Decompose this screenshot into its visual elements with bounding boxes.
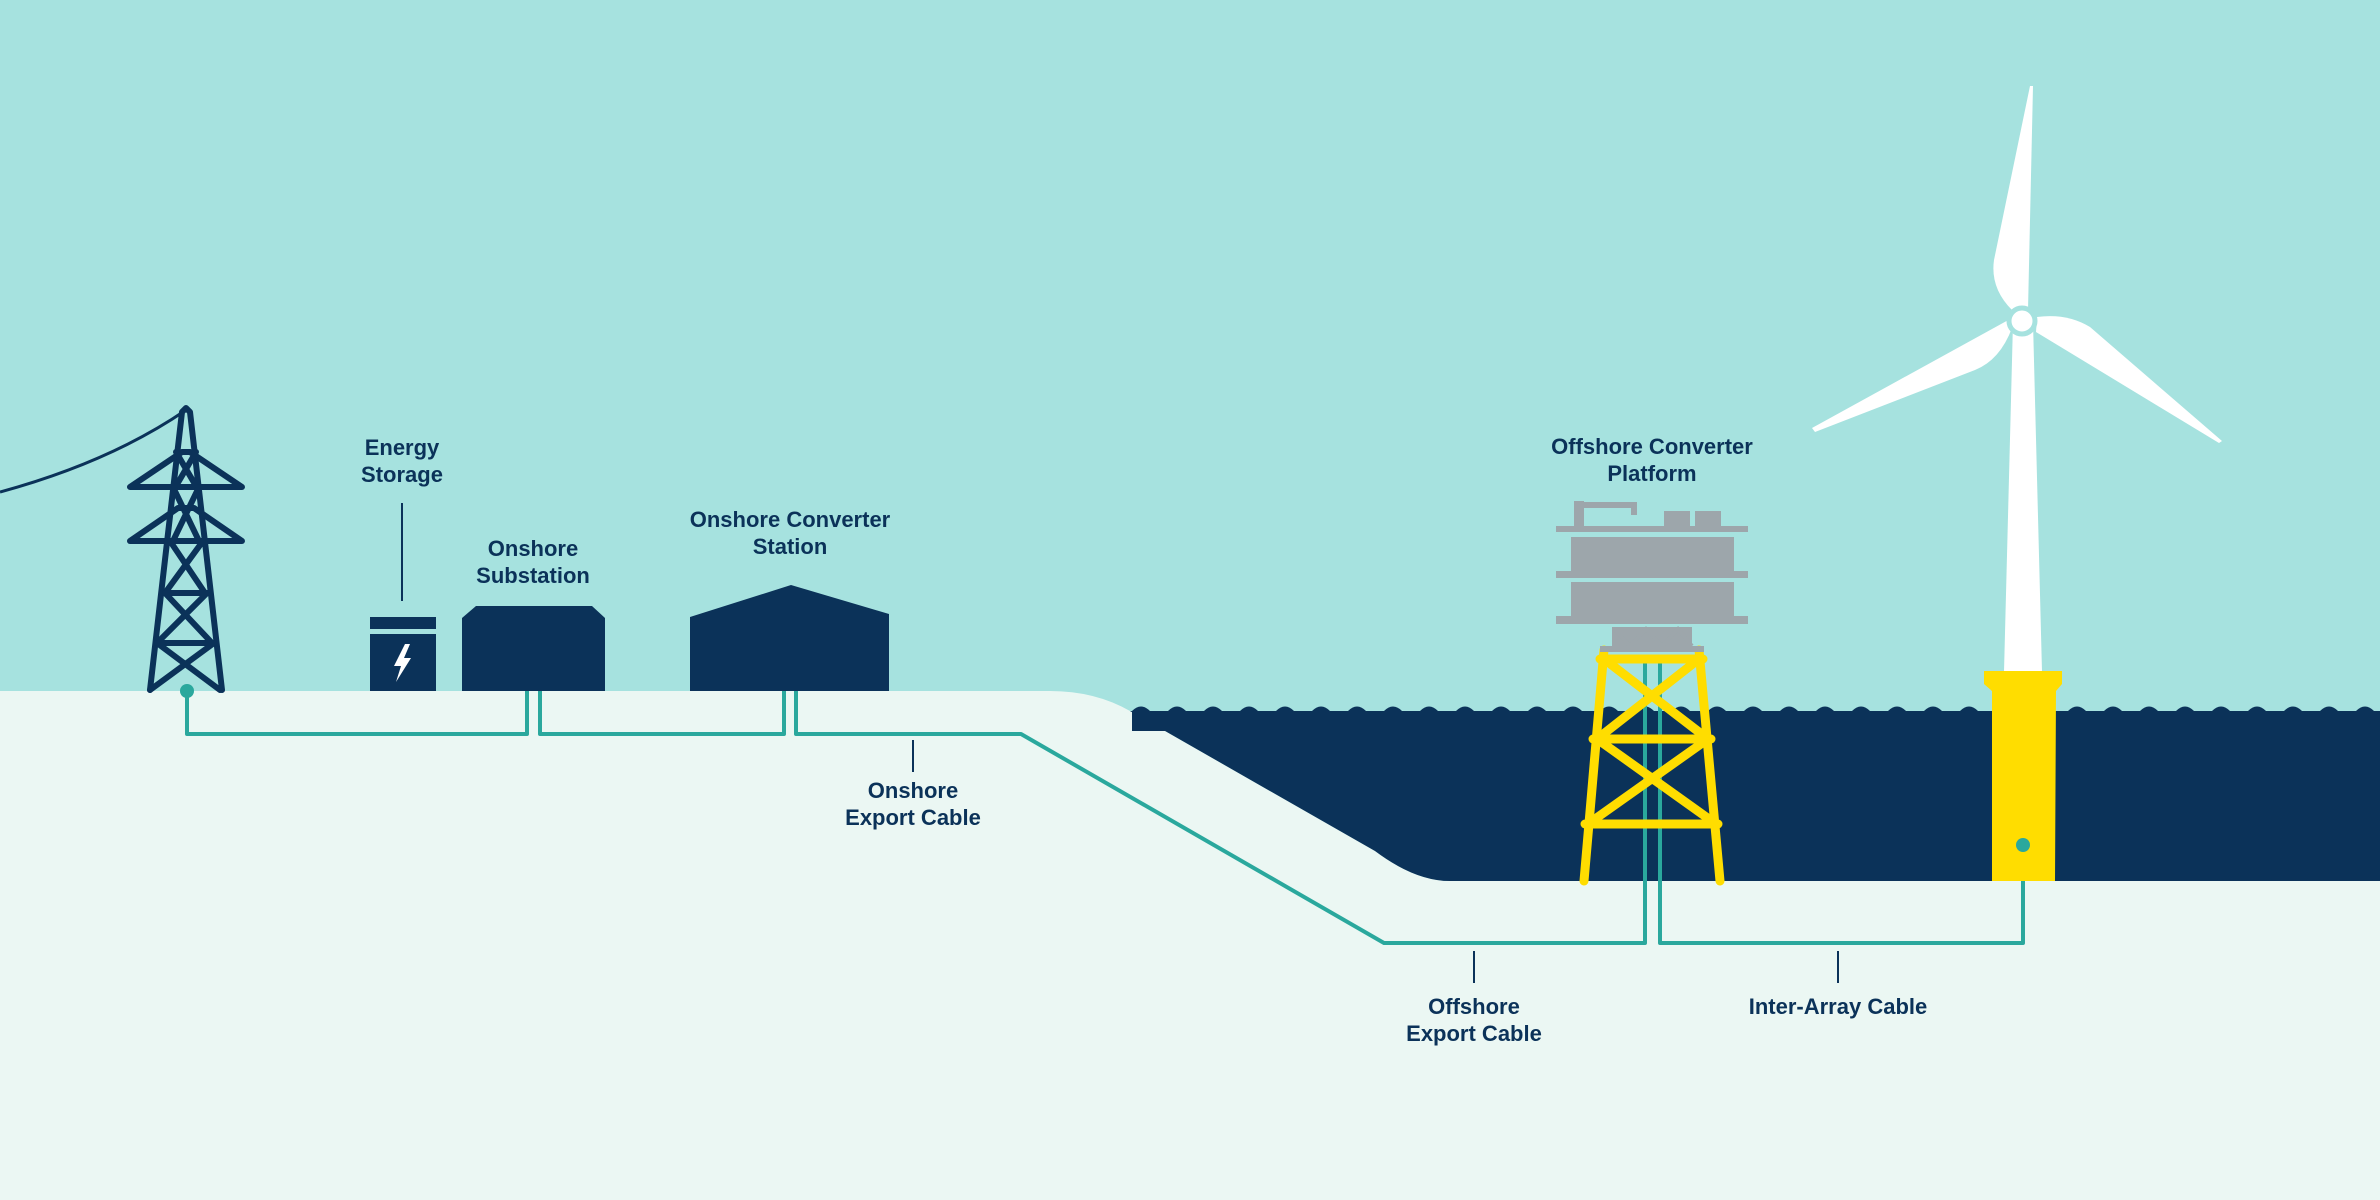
inter-array-cable-label-line-1: Inter-Array Cable bbox=[1748, 994, 1928, 1019]
onshore-converter-station-label-line-1: Onshore Converter bbox=[689, 507, 891, 532]
onshore-substation-building bbox=[462, 606, 605, 691]
lightning-bolt-icon bbox=[394, 644, 411, 682]
turbine-tower bbox=[2004, 322, 2042, 672]
turbine-blade-right bbox=[2036, 316, 2222, 443]
turbine-cable-node bbox=[2016, 838, 2030, 852]
tower-cable-node bbox=[180, 684, 194, 698]
inter-array-cable-label: Inter-Array Cable bbox=[1688, 993, 1988, 1020]
onshore-converter-station-building bbox=[690, 585, 889, 691]
onshore-export-cable-label-line-2: Export Cable bbox=[845, 805, 981, 830]
transmission-tower-icon bbox=[127, 405, 245, 693]
turbine-blade-left bbox=[1812, 318, 2012, 432]
onshore-cables bbox=[185, 655, 2025, 945]
turbine-monopile-foundation bbox=[1984, 671, 2062, 881]
turbine-hub bbox=[2006, 305, 2038, 337]
platform-jacket-foundation bbox=[1579, 645, 1725, 886]
energy-storage-label-line-1: Energy bbox=[364, 435, 440, 460]
turbine-blade-up bbox=[1993, 86, 2033, 310]
onshore-substation-label: Onshore Substation bbox=[433, 535, 633, 589]
onshore-converter-station-label-line-2: Station bbox=[752, 534, 828, 559]
offshore-converter-platform-label-line-2: Platform bbox=[1607, 461, 1697, 486]
offshore-export-cable-label: Offshore Export Cable bbox=[1374, 993, 1574, 1047]
offshore-export-cable-label-line-1: Offshore bbox=[1428, 994, 1520, 1019]
offshore-converter-platform-label-line-1: Offshore Converter bbox=[1551, 434, 1753, 459]
onshore-export-cable-label: Onshore Export Cable bbox=[813, 777, 1013, 831]
platform-topside bbox=[1556, 501, 1748, 652]
energy-storage-label: Energy Storage bbox=[302, 434, 502, 488]
onshore-export-cable-label-line-1: Onshore bbox=[867, 778, 959, 803]
offshore-export-cable-label-line-2: Export Cable bbox=[1406, 1021, 1542, 1046]
sea bbox=[1130, 711, 2380, 881]
onshore-substation-label-line-2: Substation bbox=[476, 563, 590, 588]
energy-storage-unit bbox=[370, 617, 436, 691]
wind-turbine-icon bbox=[1812, 86, 2222, 881]
sea-waves bbox=[1132, 706, 2380, 731]
ground bbox=[0, 691, 2380, 1200]
overhead-power-line bbox=[0, 408, 187, 494]
onshore-converter-station-label: Onshore Converter Station bbox=[640, 506, 940, 560]
offshore-converter-platform-label: Offshore Converter Platform bbox=[1502, 433, 1802, 487]
energy-storage-label-line-2: Storage bbox=[361, 462, 443, 487]
onshore-substation-label-line-1: Onshore bbox=[487, 536, 579, 561]
